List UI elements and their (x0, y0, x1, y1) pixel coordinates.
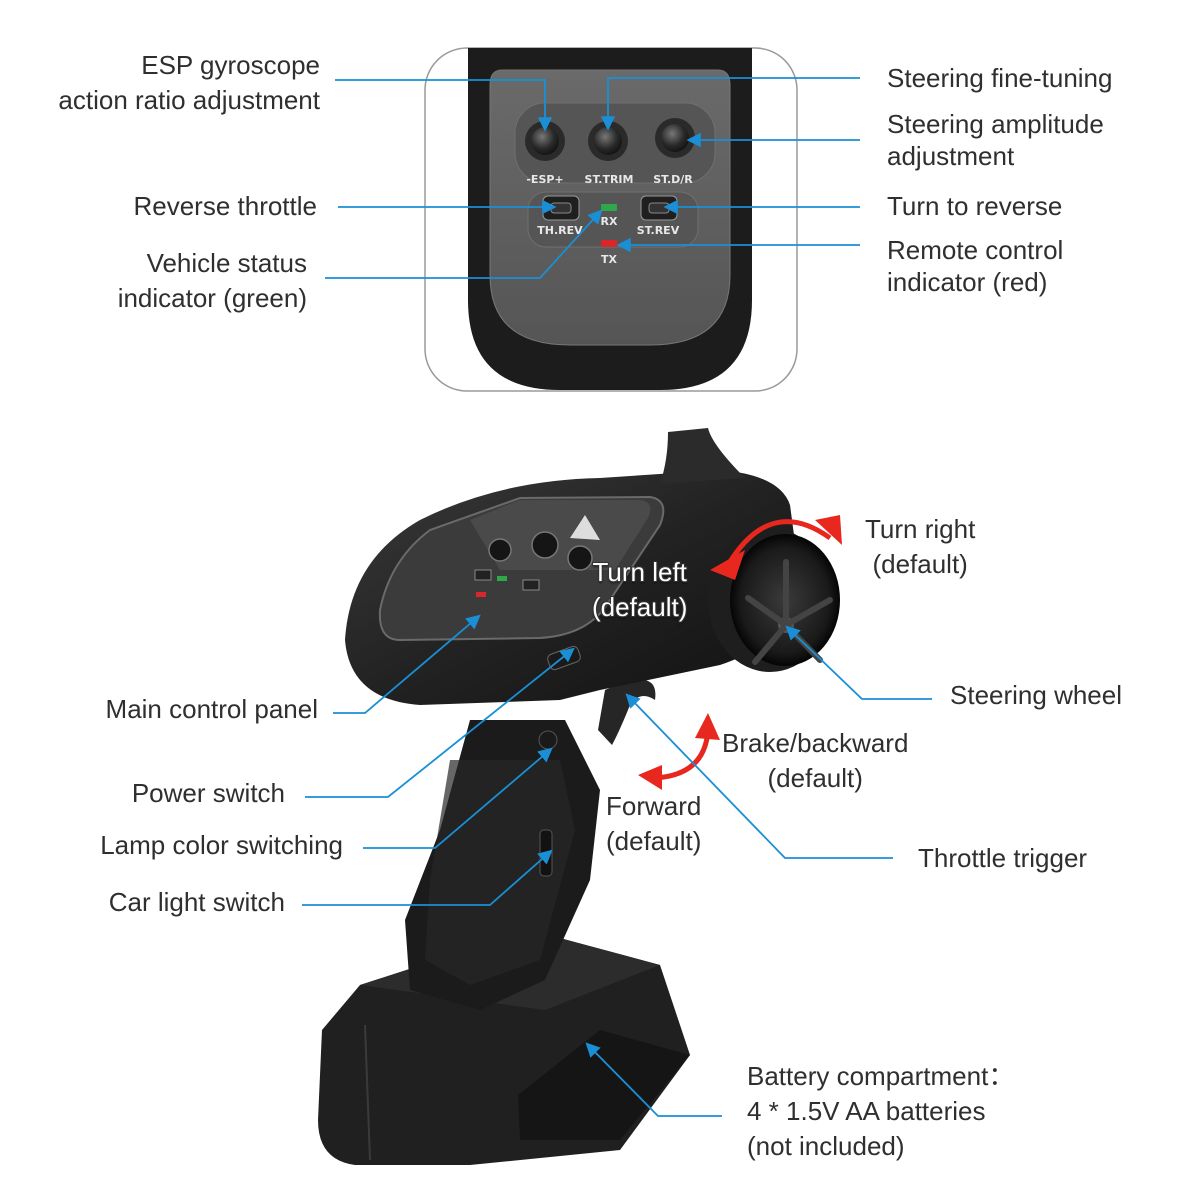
callout-turn-right: Turn right (default) (865, 514, 976, 579)
st-trim-label: ST.TRIM (585, 173, 634, 186)
throttle-trigger[interactable] (598, 679, 656, 745)
th-rev-switch[interactable] (542, 195, 580, 221)
st-rev-switch[interactable] (640, 195, 678, 221)
st-dr-knob[interactable] (655, 118, 695, 158)
antenna-fin (660, 428, 745, 484)
panel-inset: -ESP+ ST.TRIM ST.D/R TH.REV ST.REV RX TX (424, 47, 798, 392)
turn-direction-arrow (725, 519, 832, 567)
callout-reverse-throttle: Reverse throttle (133, 191, 317, 221)
callout-vehicle-status: Vehicle status indicator (green) (117, 248, 307, 313)
st-rev-label: ST.REV (637, 224, 680, 237)
tx-led (601, 240, 617, 247)
callout-esp-gyroscope: ESP gyroscope action ratio adjustment (58, 50, 320, 115)
leader-lines (302, 77, 932, 1117)
st-trim-knob[interactable] (588, 121, 628, 161)
callout-lamp-color-switching: Lamp color switching (100, 830, 343, 860)
callout-steering-amplitude: Steering amplitude adjustment (887, 109, 1104, 171)
callout-battery-compartment: Battery compartment： 4 * 1.5V AA batteri… (747, 1061, 1015, 1161)
callout-remote-control-indicator: Remote control indicator (red) (887, 235, 1064, 297)
callout-turn-to-reverse: Turn to reverse (887, 191, 1063, 221)
lamp-color-button[interactable] (538, 730, 558, 750)
tx-label: TX (601, 253, 618, 266)
st-dr-label: ST.D/R (653, 173, 693, 186)
callout-brake-backward: Brake/backward (default) (722, 728, 909, 793)
turn-right-arrowhead (815, 515, 842, 545)
steering-wheel[interactable] (708, 528, 840, 672)
callout-steering-wheel: Steering wheel (950, 680, 1122, 710)
callout-power-switch: Power switch (131, 778, 285, 808)
callout-car-light-switch: Car light switch (108, 887, 285, 917)
rx-label: RX (601, 215, 618, 228)
forward-arrowhead (638, 765, 662, 790)
callout-throttle-trigger: Throttle trigger (918, 843, 1088, 873)
esp-knob[interactable] (525, 121, 565, 161)
callout-turn-left: Turn left (default) (592, 557, 688, 622)
callout-main-control-panel: Main control panel (105, 694, 318, 724)
rx-led (601, 204, 617, 211)
turn-left-arrowhead (710, 550, 745, 580)
transmitter-body (318, 428, 840, 1165)
backward-arrowhead (695, 713, 720, 740)
callout-steering-fine-tuning: Steering fine-tuning (887, 63, 1113, 93)
th-rev-label: TH.REV (537, 224, 583, 237)
esp-knob-label: -ESP+ (526, 173, 563, 186)
callout-forward: Forward (default) (606, 791, 702, 856)
